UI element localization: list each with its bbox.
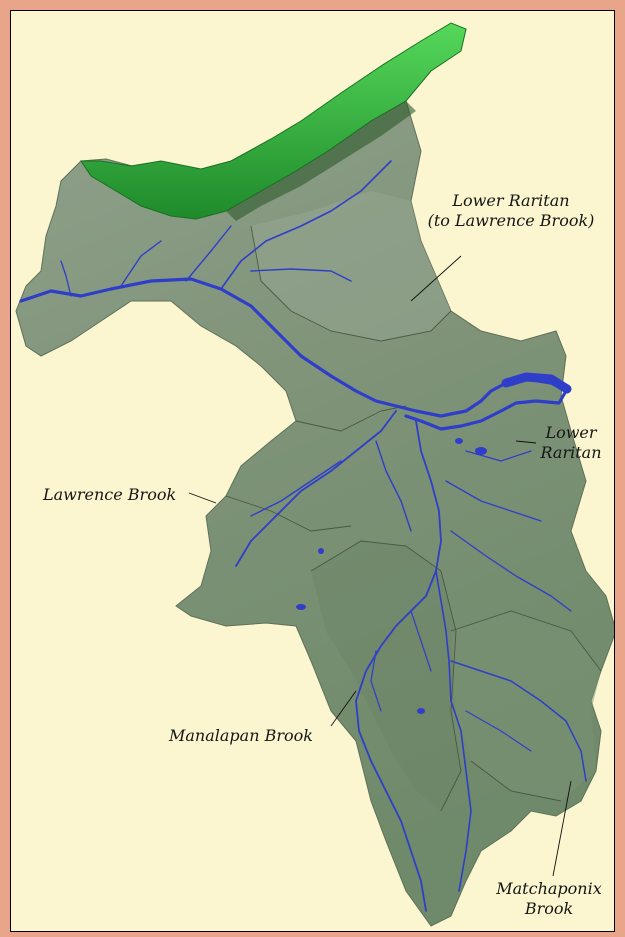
lower-raritan-estuary xyxy=(501,372,572,394)
sub-basin-lower-raritan xyxy=(251,191,451,341)
label-lower-raritan-to-lawrence-brook: Lower Raritan (to Lawrence Brook) xyxy=(406,191,614,231)
label-lower-raritan-line1: Lower xyxy=(545,423,597,442)
lawrence-brook-stream xyxy=(235,410,397,567)
map-panel: Lower Raritan (to Lawrence Brook) Lower … xyxy=(10,10,615,932)
matchaponix-brook-stream xyxy=(450,660,587,782)
watershed-map xyxy=(15,22,614,927)
label-lower-raritan: Lower Raritan xyxy=(531,423,611,463)
leader-lawrence-brook xyxy=(188,492,217,504)
label-lower-raritan-to-lawrence-line1: Lower Raritan xyxy=(452,191,570,210)
leader-matchaponix-brook xyxy=(552,780,572,877)
leader-lower-raritan xyxy=(515,440,537,444)
label-lower-raritan-to-lawrence-line2: (to Lawrence Brook) xyxy=(427,211,595,230)
basin-boundaries xyxy=(225,225,602,812)
leader-manalapan-brook xyxy=(330,690,357,727)
highlands-ridge-shadow xyxy=(226,101,416,221)
highlands-ridge xyxy=(80,22,467,220)
leader-lower-raritan-to-lawrence xyxy=(410,255,462,302)
sub-basin-matchaponix xyxy=(451,611,601,801)
label-manalapan-brook: Manalapan Brook xyxy=(169,726,313,745)
label-leader-lines xyxy=(188,255,572,877)
sub-basin-manalapan xyxy=(311,541,461,811)
river-network xyxy=(19,160,587,912)
label-lawrence-brook: Lawrence Brook xyxy=(43,485,177,504)
label-matchaponix-brook: Matchaponix Brook xyxy=(489,879,609,919)
raritan-river xyxy=(19,277,568,431)
label-matchaponix-line1: Matchaponix xyxy=(496,879,602,898)
manalapan-brook-stream xyxy=(435,570,472,892)
label-lower-raritan-line2: Raritan xyxy=(540,443,602,462)
label-matchaponix-line2: Brook xyxy=(524,899,574,918)
